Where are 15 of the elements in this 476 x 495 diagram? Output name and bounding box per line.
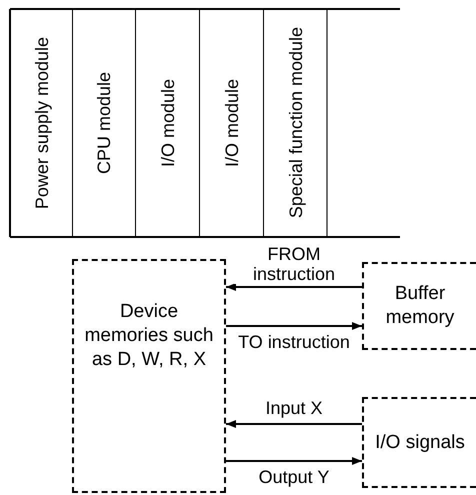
arrow <box>226 457 362 465</box>
arrow <box>226 283 362 291</box>
memory-box <box>72 259 226 493</box>
box-label: Buffer memory <box>384 282 456 330</box>
module-label: I/O module <box>220 78 242 168</box>
memory-box <box>362 262 476 350</box>
box-label: Device memories such as D, W, R, X <box>84 300 214 372</box>
arrow <box>226 322 362 330</box>
arrow <box>226 420 362 428</box>
module-label: I/O module <box>156 78 178 168</box>
module-label: Special function module <box>284 27 306 219</box>
module-label: CPU module <box>93 72 115 174</box>
memory-box <box>362 397 476 488</box>
box-label: I/O signals <box>374 430 466 454</box>
module-label: Power supply module <box>30 36 52 210</box>
